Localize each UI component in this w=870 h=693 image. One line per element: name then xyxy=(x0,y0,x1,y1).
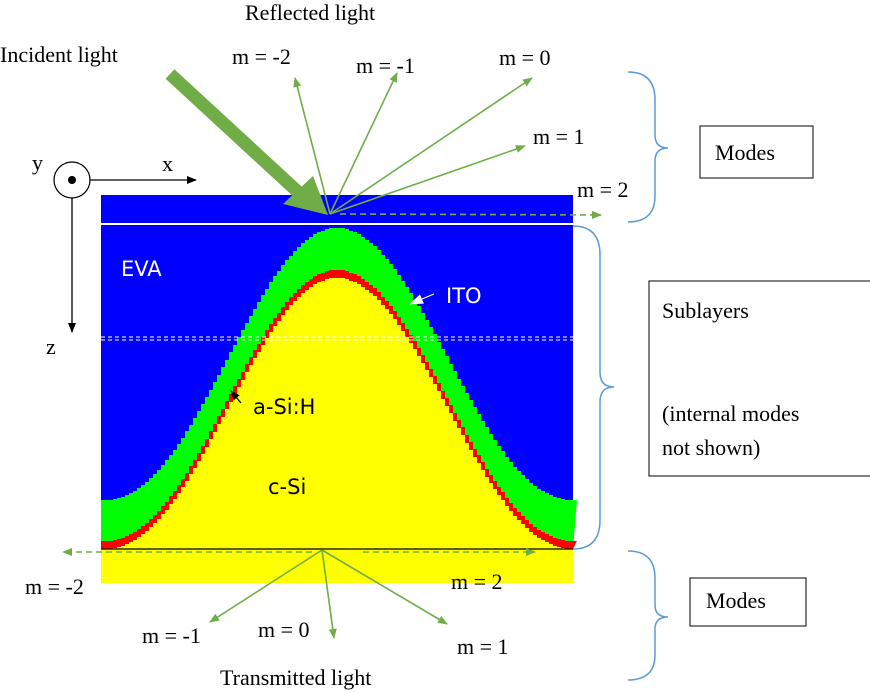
reflected-mode-label: m = -1 xyxy=(356,53,415,78)
reflected-mode-label: m = 0 xyxy=(499,45,551,70)
reflected-mode-label: m = 2 xyxy=(577,177,629,202)
asi-label: a-Si:H xyxy=(253,395,315,419)
sublayers-brace xyxy=(572,225,615,550)
reflected-ray-m1 xyxy=(329,145,526,215)
reflected-ray-m-2 xyxy=(293,77,331,215)
sublayers-note: not shown) xyxy=(662,435,760,460)
reflected-mode-label: m = -2 xyxy=(232,44,291,69)
transmitted-ray-m0 xyxy=(321,549,337,639)
transmitted-ray-m1 xyxy=(321,549,448,625)
incident-arrow-head xyxy=(283,176,328,215)
reflected-ray-m-1 xyxy=(329,72,398,215)
reflected-ray-m0 xyxy=(329,77,533,215)
substrate xyxy=(101,549,573,583)
transmitted-mode-label: m = -1 xyxy=(142,623,201,648)
eva-label: EVA xyxy=(121,257,162,281)
csi-label: c-Si xyxy=(268,475,306,499)
modes-top-box xyxy=(699,125,814,179)
transmitted-light-title: Transmitted light xyxy=(220,665,371,690)
y-axis-label: y xyxy=(32,150,43,175)
sublayers-box xyxy=(648,280,870,477)
csi-layer xyxy=(101,278,577,549)
x-axis-label: x xyxy=(162,151,173,176)
reflected-light-title: Reflected light xyxy=(245,0,375,25)
modes-bottom-box xyxy=(689,577,807,627)
modes-top-brace xyxy=(627,71,669,223)
transmitted-mode-label: m = -2 xyxy=(25,574,84,599)
transmitted-ray-m-1 xyxy=(209,549,323,623)
ito-pointer-arrow xyxy=(409,293,435,305)
asi-pointer-arrow xyxy=(230,390,242,404)
modes-top-label: Modes xyxy=(715,140,775,165)
transmitted-mode-label: m = 0 xyxy=(258,617,310,642)
y-axis-dot xyxy=(68,176,76,184)
sublayers-note: (internal modes xyxy=(662,401,799,426)
reflected-ray-m2 xyxy=(339,210,602,219)
sublayers-label: Sublayers xyxy=(662,298,749,323)
ito-label: ITO xyxy=(446,284,482,308)
z-axis-label: z xyxy=(46,334,56,359)
transmitted-mode-label: m = 2 xyxy=(451,569,503,594)
modes-bottom-brace xyxy=(627,550,669,681)
incident-light-arrow xyxy=(165,69,303,197)
modes-bottom-label: Modes xyxy=(706,588,766,613)
reflected-mode-label: m = 1 xyxy=(533,124,585,149)
transmitted-mode-label: m = 1 xyxy=(457,634,509,659)
incident-light-title: Incident light xyxy=(0,42,118,67)
